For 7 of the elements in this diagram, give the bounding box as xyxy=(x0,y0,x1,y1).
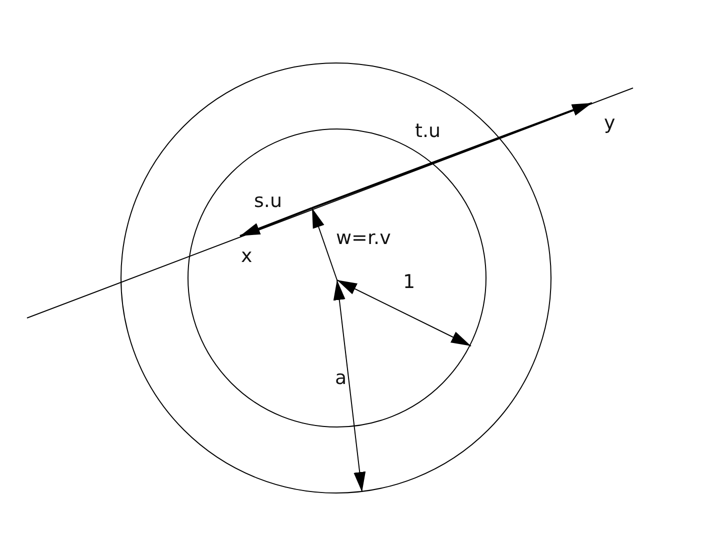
dimension-label: a xyxy=(335,369,347,388)
dimension-label: 1 xyxy=(403,273,416,292)
vector-label: s.u xyxy=(254,192,282,211)
axis-label: x xyxy=(241,247,252,266)
axis-label: y xyxy=(604,114,616,133)
vector-label: w=r.v xyxy=(336,229,391,248)
vector-label: t.u xyxy=(415,122,441,141)
